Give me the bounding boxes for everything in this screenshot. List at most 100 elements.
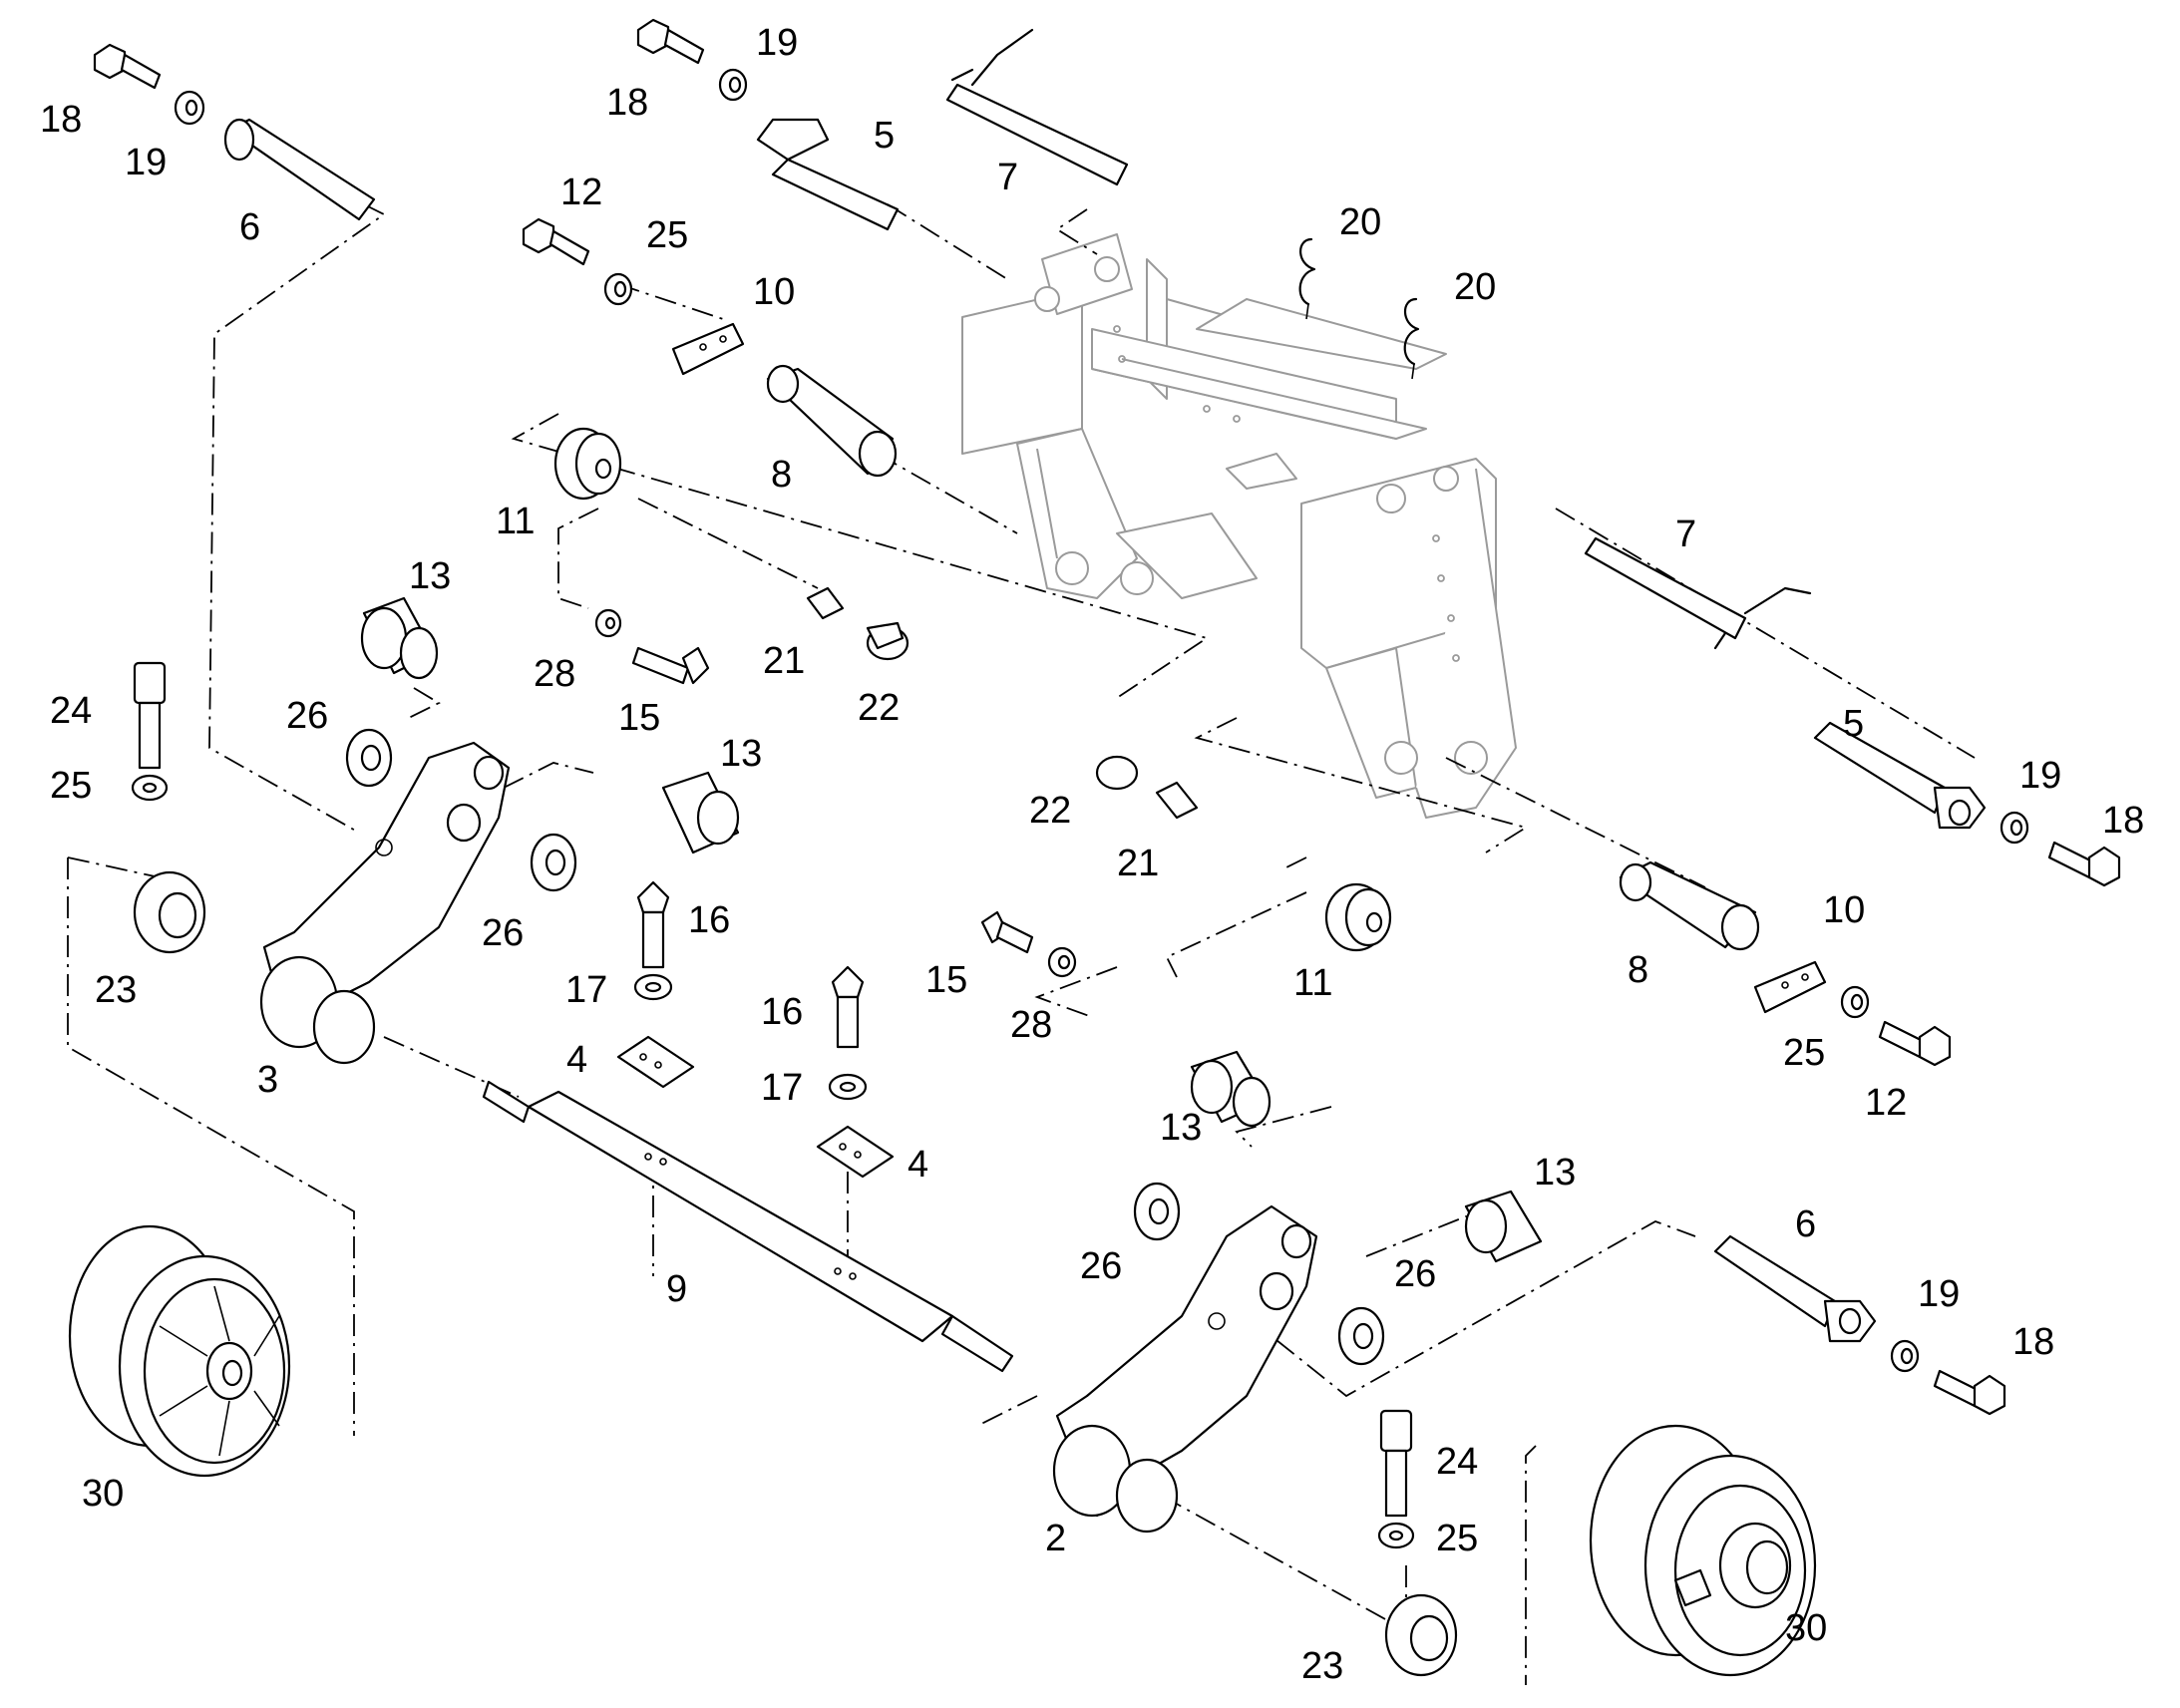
callout-label: 24 (50, 690, 92, 732)
linch-pin-7-right (1584, 536, 1812, 650)
callout-label: 16 (688, 899, 730, 941)
callout-label: 28 (1010, 1004, 1052, 1046)
cap-screw-24-right (1379, 1409, 1413, 1518)
callout-label: 4 (566, 1039, 587, 1081)
shaft-9 (482, 1080, 1014, 1373)
callout-label: 15 (618, 697, 660, 739)
callout-label: 15 (925, 959, 967, 1001)
callout-label: 2 (1045, 1518, 1066, 1559)
callout-label: 24 (1436, 1441, 1478, 1483)
clip-20-right (1403, 297, 1420, 380)
callout-label: 7 (997, 157, 1018, 198)
plate-10-right (1753, 960, 1827, 1014)
callout-label: 20 (1339, 201, 1381, 243)
flange-11-upper (553, 427, 622, 501)
callout-label: 13 (1534, 1152, 1576, 1194)
clip-20-left (1298, 237, 1316, 320)
callout-label: 21 (763, 640, 805, 682)
block-4-right (816, 1125, 895, 1179)
washer-19-top-center (718, 68, 748, 102)
callout-label: 30 (82, 1473, 124, 1515)
bolt-18-right-upper (2047, 841, 2121, 887)
grease-fitting-21-upper (806, 586, 845, 620)
washer-19-right-upper (1999, 811, 2029, 845)
bushing-13-mid-left (661, 771, 740, 854)
callout-label: 19 (125, 142, 167, 183)
callout-label: 11 (1293, 962, 1332, 1004)
callout-label: 17 (761, 1067, 803, 1109)
washer-26-right-b (1337, 1306, 1385, 1366)
callout-label: 7 (1675, 513, 1696, 555)
callout-label: 18 (606, 82, 648, 124)
callout-label: 28 (534, 653, 575, 695)
bolt-16-right (831, 965, 865, 1049)
callout-label: 11 (496, 501, 535, 542)
washer-25-left (131, 774, 169, 802)
washer-26-right-a (1133, 1182, 1181, 1241)
callout-label: 26 (286, 695, 328, 737)
callout-label: 23 (95, 969, 137, 1011)
pin-5-right (1813, 721, 1987, 830)
callout-label: 5 (874, 115, 895, 157)
plate-10-upper (671, 322, 745, 376)
callout-label: 25 (1783, 1032, 1825, 1074)
callout-label: 23 (1301, 1645, 1343, 1687)
callout-label: 16 (761, 991, 803, 1033)
callout-label: 25 (1436, 1518, 1478, 1559)
callout-label: 6 (1795, 1203, 1816, 1245)
washer-28-right (1047, 946, 1077, 978)
linch-pin-7-top (945, 28, 1129, 186)
callout-label: 18 (2102, 800, 2144, 842)
callout-label: 6 (239, 206, 260, 248)
callout-label: 13 (1160, 1107, 1202, 1149)
callout-label: 5 (1843, 703, 1864, 745)
callout-label: 20 (1454, 266, 1496, 308)
callout-label: 17 (565, 969, 607, 1011)
cap-screw-24-left (133, 661, 167, 770)
washer-28-upper (594, 608, 622, 638)
collar-23-right (1384, 1593, 1458, 1677)
callout-label: 18 (2012, 1321, 2054, 1363)
callout-label: 13 (409, 555, 451, 597)
bushing-13-right-b (1464, 1190, 1543, 1263)
callout-label: 8 (1628, 949, 1648, 991)
callout-label: 22 (858, 687, 900, 729)
washer-25-right-upper (1840, 985, 1870, 1019)
pin-6-right (1713, 1234, 1877, 1343)
callout-label: 26 (482, 912, 524, 954)
bushing-8-right (1619, 860, 1760, 951)
callout-label: 25 (646, 214, 688, 256)
pin-6-top-left (223, 118, 376, 221)
washer-26-left-a (345, 728, 393, 788)
bolt-15-right (980, 910, 1034, 954)
pin-5-top (756, 118, 900, 231)
callout-label: 10 (753, 271, 795, 313)
callout-label: 10 (1823, 889, 1865, 931)
collar-23-left (133, 870, 206, 954)
block-4-left (616, 1035, 695, 1089)
bolt-16-left (636, 880, 670, 969)
callout-label: 12 (1865, 1082, 1907, 1124)
assembly-leader-lines (67, 203, 1976, 1685)
washer-19-top-left (174, 90, 205, 126)
callout-label: 8 (771, 454, 792, 496)
wheel-30-left (68, 1224, 291, 1478)
callout-label: 19 (1918, 1273, 1960, 1315)
washer-17-right (828, 1073, 868, 1101)
arm-3-left (259, 741, 511, 1065)
grease-fitting-21-right (1155, 781, 1199, 820)
cap-22-upper (866, 621, 909, 661)
washer-25-right-lower (1377, 1522, 1415, 1549)
bushing-13-top-left (360, 596, 439, 680)
callout-label: 22 (1029, 790, 1071, 832)
part-callouts: 18 19 6 18 19 5 7 12 25 10 20 20 8 11 13… (40, 22, 2144, 1687)
bolt-12-right (1878, 1020, 1952, 1067)
callout-label: 3 (257, 1059, 278, 1101)
callout-label: 4 (908, 1144, 928, 1186)
callout-label: 19 (756, 22, 798, 64)
washer-17-left (633, 973, 673, 1001)
bolt-18-top-left (93, 43, 162, 90)
flange-11-right (1324, 882, 1392, 952)
main-frame (961, 233, 1517, 819)
